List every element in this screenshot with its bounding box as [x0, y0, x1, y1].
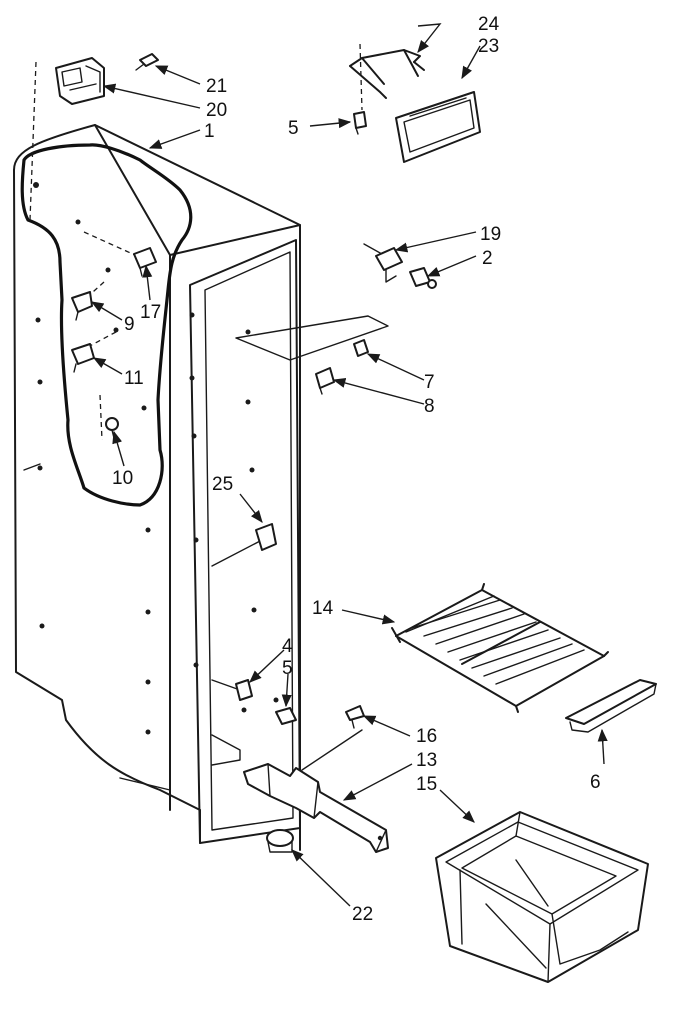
label-5-top: 5 [288, 118, 299, 139]
label-25: 25 [212, 474, 233, 495]
bulb-part-2 [409, 267, 437, 289]
label-24: 24 [478, 14, 500, 35]
clip-part-4 [211, 679, 253, 701]
label-10: 10 [112, 468, 133, 489]
leaders [90, 23, 608, 907]
label-13: 13 [416, 750, 437, 771]
label-6: 6 [590, 772, 601, 793]
label-20: 20 [206, 100, 227, 121]
bracket-part-17 [83, 231, 157, 277]
label-2: 2 [482, 248, 493, 269]
label-7: 7 [424, 372, 435, 393]
label-22: 22 [352, 904, 373, 925]
label-14: 14 [312, 598, 334, 619]
screw-part-5-top [353, 111, 367, 135]
crossmember-part-13 [243, 729, 389, 853]
label-8: 8 [424, 396, 435, 417]
socket-part-19 [363, 243, 403, 283]
label-9: 9 [124, 314, 135, 335]
label-15: 15 [416, 774, 437, 795]
label-16: 16 [416, 726, 437, 747]
label-4: 4 [282, 636, 293, 657]
ice-bin-part-15 [435, 811, 649, 983]
plate-part-7 [235, 315, 389, 361]
screw-part-21 [135, 53, 159, 71]
light-housing-part-20 [29, 57, 105, 221]
clip-part-25 [211, 523, 277, 567]
plug-part-22 [266, 829, 294, 853]
screw-part-10 [99, 394, 119, 441]
wire-shelf-part-14 [391, 583, 609, 713]
label-21: 21 [206, 76, 227, 97]
light-shield-part-23 [395, 91, 481, 163]
label-23: 23 [478, 36, 499, 57]
label-17: 17 [140, 302, 161, 323]
bracket-part-24 [349, 43, 425, 111]
clip-part-9 [71, 281, 105, 321]
label-19: 19 [480, 224, 501, 245]
liner-part-1 [13, 124, 301, 851]
support-part-8 [315, 367, 335, 395]
label-11: 11 [124, 368, 144, 389]
label-1: 1 [204, 121, 215, 142]
label-5-lower: 5 [282, 658, 293, 679]
screw-part-16 [345, 705, 365, 729]
shelf-rail-part-6 [565, 679, 657, 733]
labels: 24 23 21 20 5 1 19 2 17 9 11 7 8 10 25 1… [112, 14, 601, 925]
screw-part-5-lower [275, 707, 297, 725]
